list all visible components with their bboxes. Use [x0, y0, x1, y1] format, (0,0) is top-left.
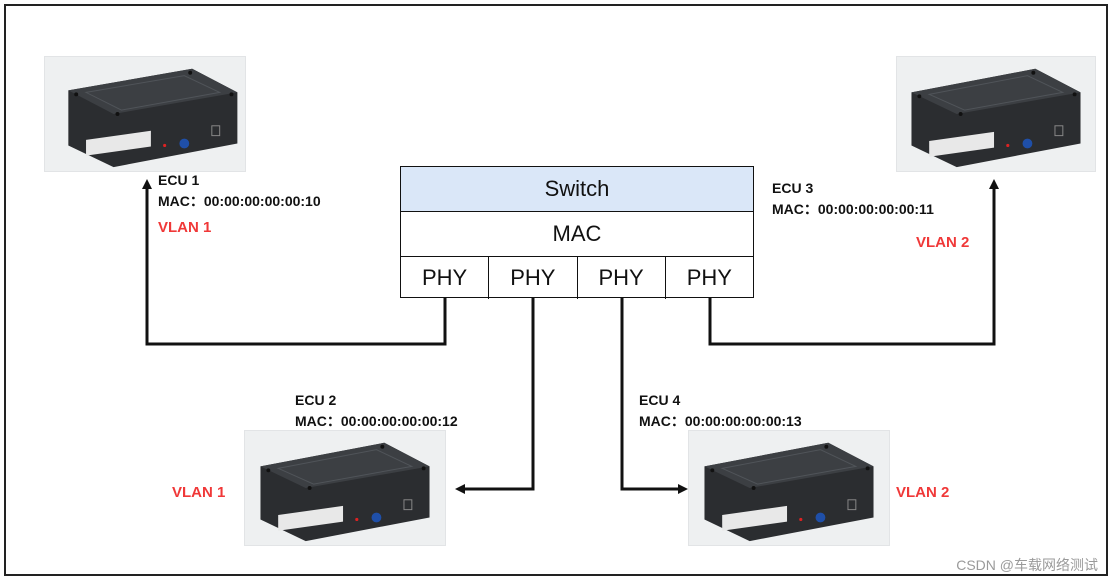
ecu-1-label: ECU 1 MAC：00:00:00:00:00:10	[158, 170, 321, 212]
phy-port-2: PHY	[489, 257, 578, 299]
ecu-device-icon	[704, 442, 874, 542]
ecu-4-label: ECU 4 MAC：00:00:00:00:00:13	[639, 390, 802, 432]
ecu-4-image	[688, 430, 890, 546]
phy-port-1: PHY	[401, 257, 490, 299]
phy-port-4: PHY	[686, 265, 732, 290]
ecu-1-name: ECU 1	[158, 172, 200, 188]
switch-block: Switch MAC PHY PHY PHY PHY	[400, 166, 754, 299]
ecu-1-vlan: VLAN 1	[158, 219, 212, 236]
ecu-2-label: ECU 2 MAC：00:00:00:00:00:12	[295, 390, 458, 432]
ecu-1-mac: MAC：00:00:00:00:00:10	[158, 193, 321, 209]
ecu-3-mac: MAC：00:00:00:00:00:11	[772, 201, 934, 217]
switch-title: Switch	[401, 167, 753, 212]
phy-port-3: PHY	[578, 257, 666, 299]
ecu-device-icon	[911, 68, 1081, 168]
switch-mac-layer: MAC	[401, 212, 753, 257]
ecu-3-vlan: VLAN 2	[916, 234, 970, 251]
switch-phy-row: PHY PHY PHY PHY	[401, 257, 753, 299]
ecu-2-image	[244, 430, 446, 546]
ecu-4-name: ECU 4	[639, 392, 681, 408]
ecu-3-label: ECU 3 MAC：00:00:00:00:00:11	[772, 178, 934, 220]
ecu-2-vlan: VLAN 1	[172, 484, 226, 501]
watermark: CSDN @车载网络测试	[956, 557, 1098, 573]
ecu-3-name: ECU 3	[772, 180, 814, 196]
ecu-4-vlan: VLAN 2	[896, 484, 950, 501]
ecu-device-icon	[260, 442, 430, 542]
ecu-2-mac: MAC：00:00:00:00:00:12	[295, 413, 458, 429]
ecu-4-mac: MAC：00:00:00:00:00:13	[639, 413, 802, 429]
ecu-3-image	[896, 56, 1096, 172]
ecu-2-name: ECU 2	[295, 392, 337, 408]
ecu-1-image	[44, 56, 246, 172]
ecu-device-icon	[68, 68, 238, 168]
